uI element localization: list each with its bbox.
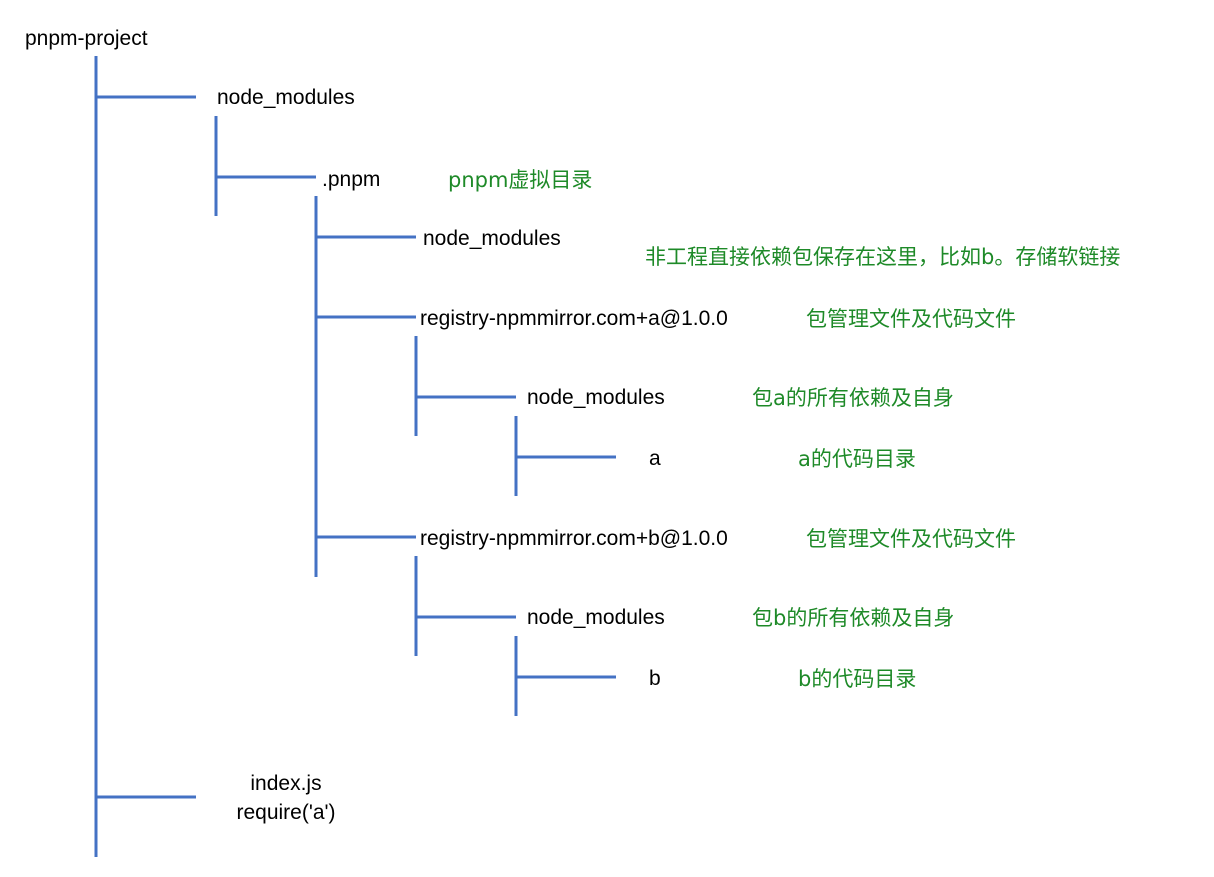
index-js-label: index.js (250, 772, 322, 795)
a-annotation: a的代码目录 (798, 447, 916, 471)
b-label: b (649, 667, 661, 690)
b-annotation: b的代码目录 (798, 667, 917, 691)
pnpm-dir-annotation: pnpm虚拟目录 (448, 168, 593, 192)
b-node-modules-label: node_modules (527, 606, 665, 629)
registry-a-label: registry-npmmirror.com+a@1.0.0 (420, 307, 728, 330)
b-node-modules-annotation: 包b的所有依赖及自身 (752, 606, 955, 630)
node-modules-label: node_modules (217, 86, 355, 109)
a-label: a (649, 447, 661, 470)
a-node-modules-annotation: 包a的所有依赖及自身 (752, 386, 954, 410)
registry-a-annotation: 包管理文件及代码文件 (806, 307, 1016, 331)
registry-b-label: registry-npmmirror.com+b@1.0.0 (420, 527, 728, 550)
root-label: pnpm-project (25, 27, 148, 50)
registry-b-annotation: 包管理文件及代码文件 (806, 527, 1016, 551)
require-a-label: require('a') (236, 801, 336, 824)
pnpm-node-modules-label: node_modules (423, 227, 561, 250)
pnpm-dir-label: .pnpm (322, 168, 381, 191)
pnpm-node-modules-annotation: 非工程直接依赖包保存在这里，比如b。存储软链接 (645, 245, 1121, 269)
a-node-modules-label: node_modules (527, 386, 665, 409)
